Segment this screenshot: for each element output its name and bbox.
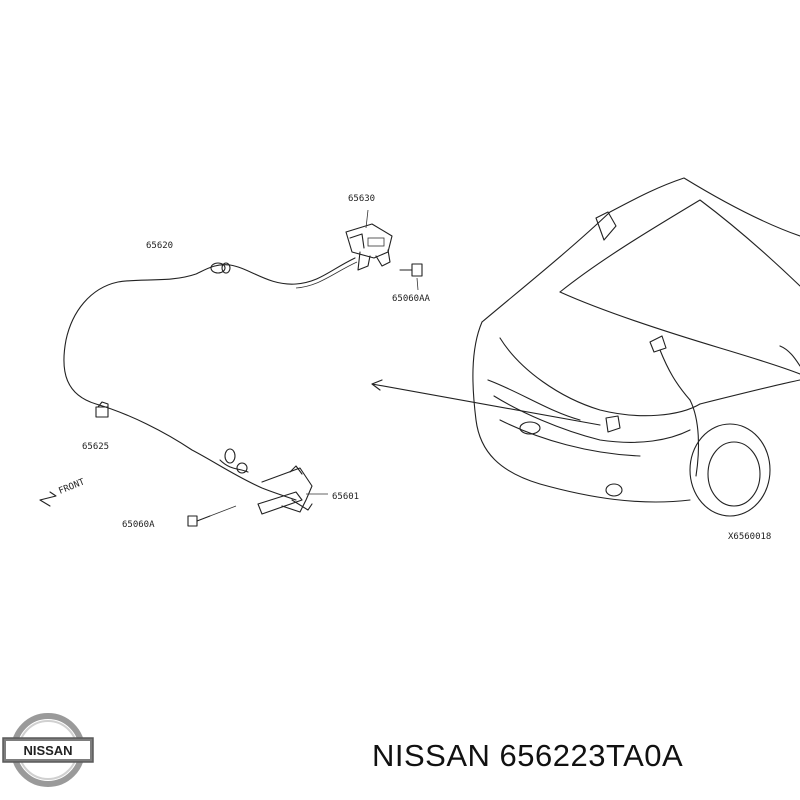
release-cable-line (63, 257, 356, 501)
logo-wordmark: NISSAN (23, 743, 72, 758)
nissan-logo: NISSAN (2, 713, 94, 787)
handle-bolt-shape (187, 505, 237, 527)
car-front-outline (472, 177, 800, 517)
label-hood-lock: 65630 (348, 194, 375, 204)
part-number-caption: NISSAN 656223TA0A (372, 738, 684, 773)
front-label: FRONT (57, 477, 86, 497)
location-pointer (371, 379, 601, 426)
cable-sleeve (219, 448, 249, 474)
label-lock-bolt: 65060AA (392, 294, 431, 304)
label-cable-clip: 65625 (82, 442, 109, 452)
figure-code: X6560018 (728, 532, 771, 542)
lock-bolt-shape (399, 263, 423, 291)
label-release-handle: 65601 (332, 492, 359, 502)
cable-grommet (210, 262, 231, 274)
hood-lock-shape (345, 209, 393, 271)
label-handle-bolt: 65060A (122, 520, 155, 530)
release-handle-shape (257, 465, 328, 515)
label-release-cable: 65620 (146, 241, 173, 251)
front-direction-arrow: FRONT (39, 477, 87, 507)
cable-clip-shape (95, 401, 109, 418)
